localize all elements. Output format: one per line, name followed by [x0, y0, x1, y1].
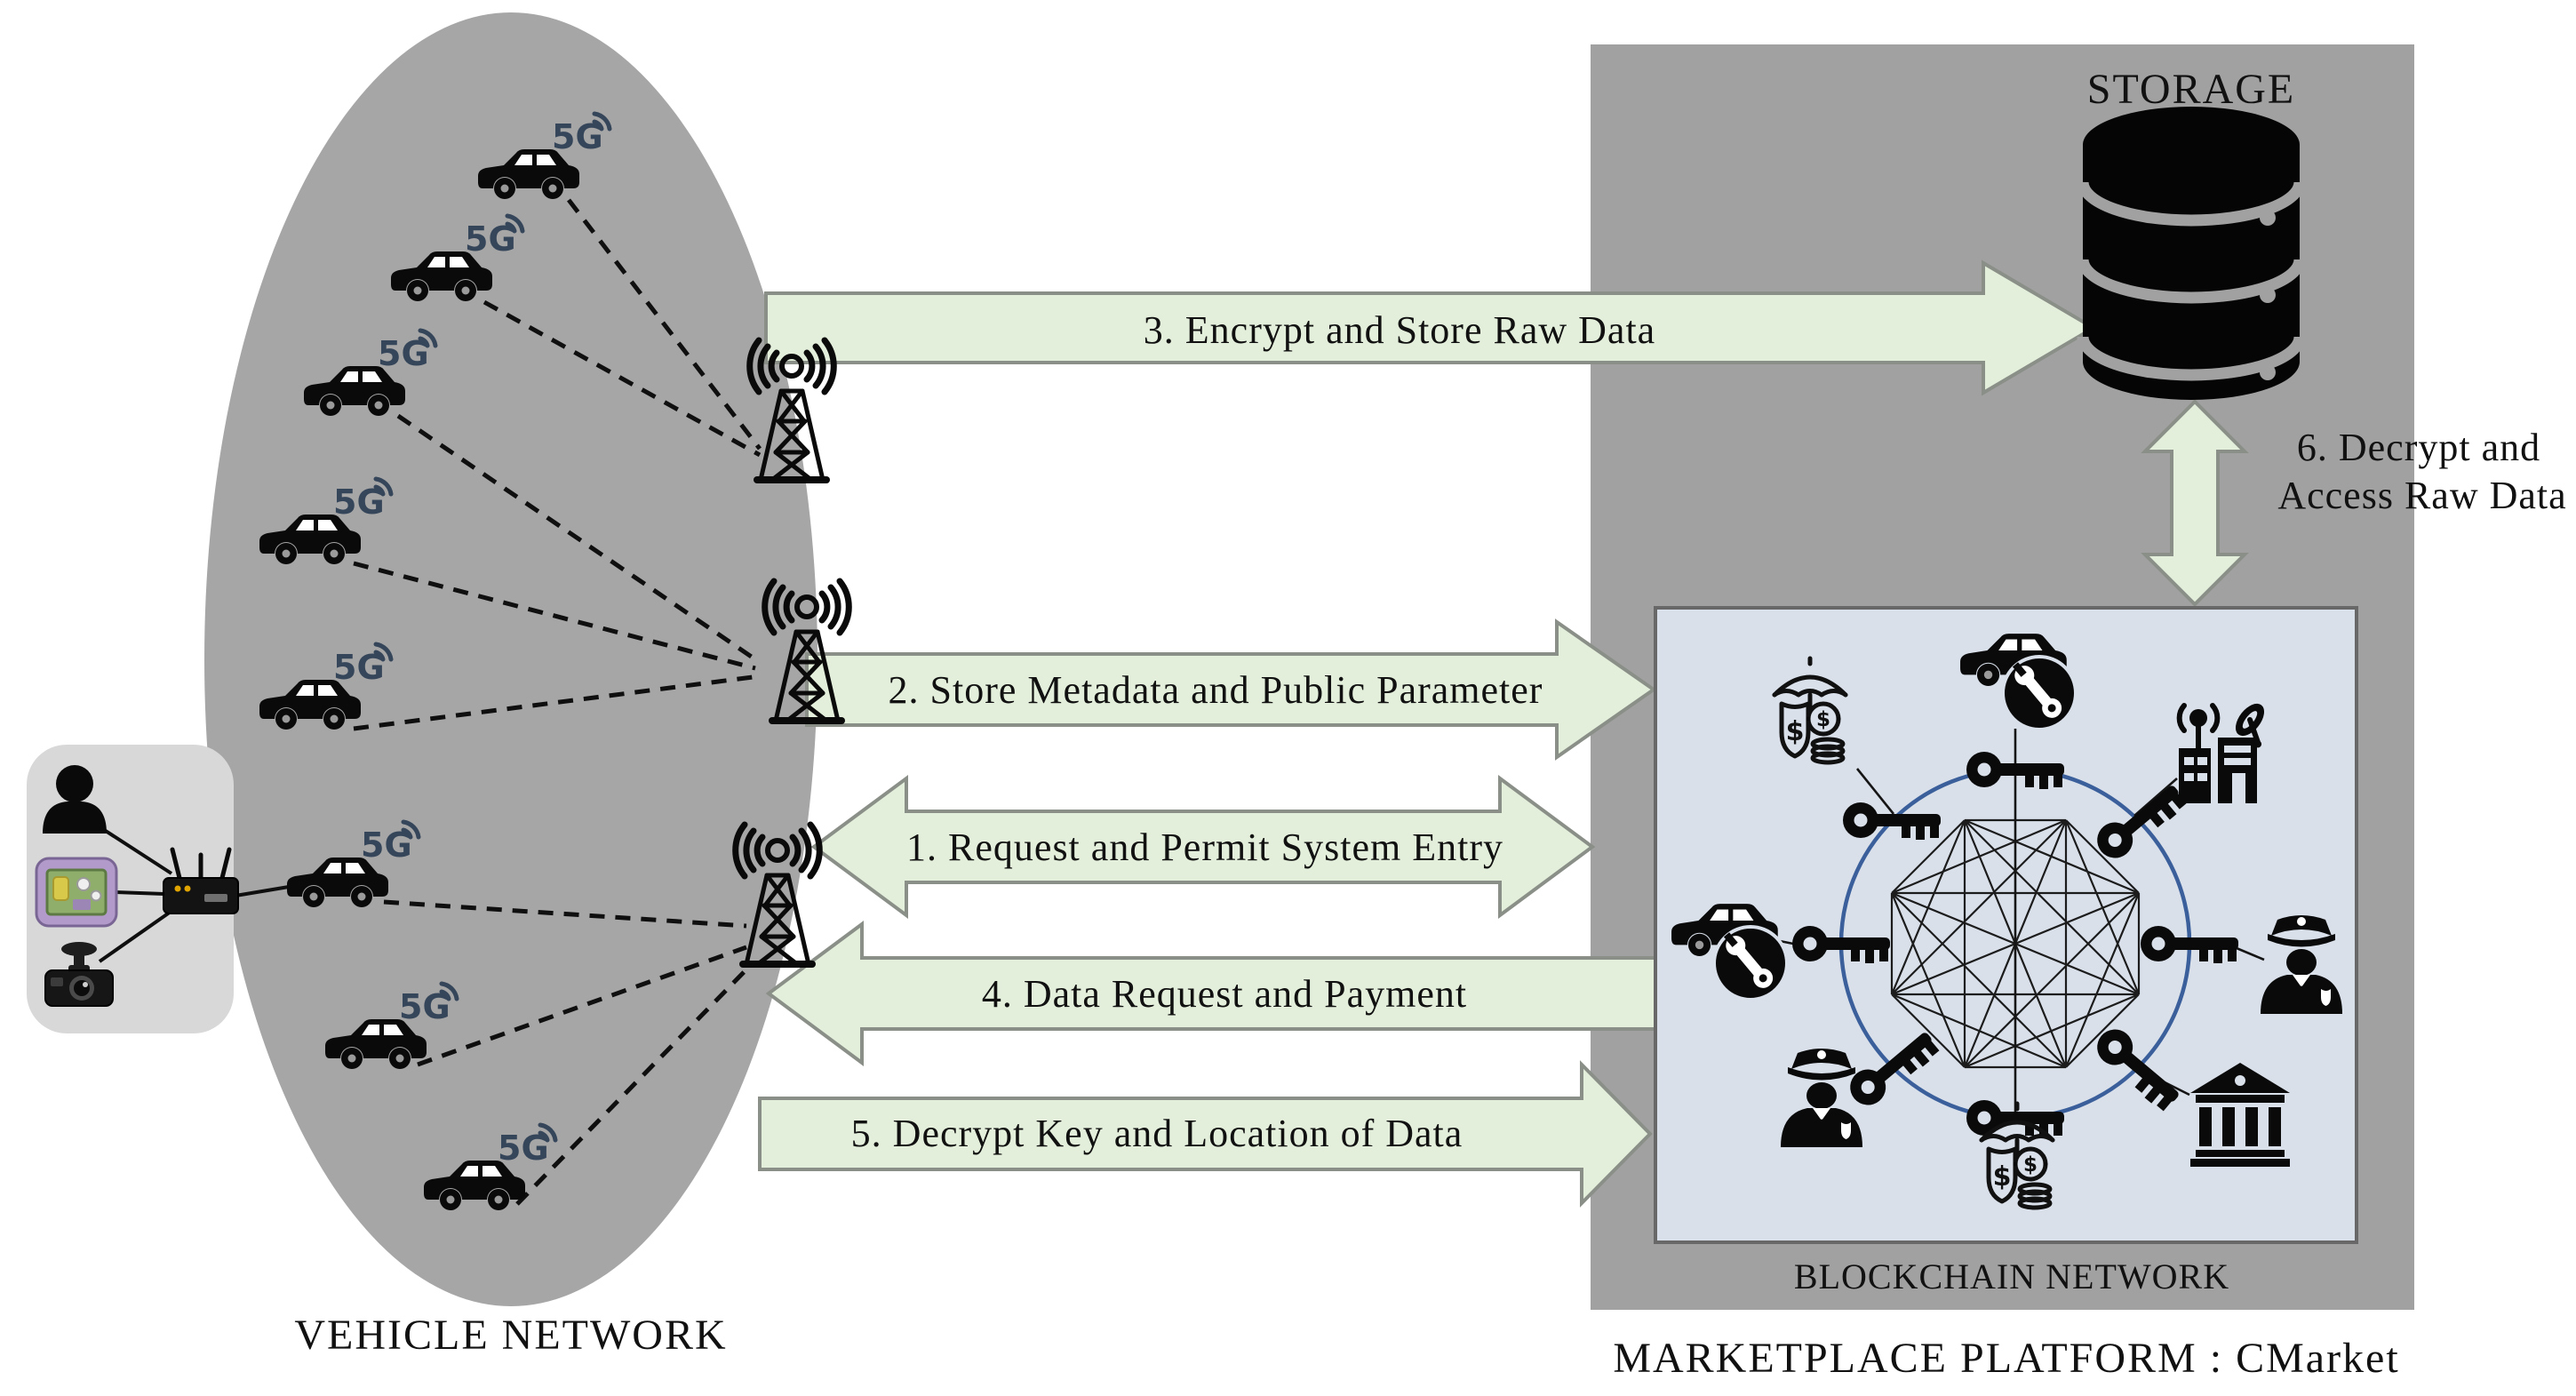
storage-database-icon	[2077, 107, 2306, 400]
arrow-1-label: 1. Request and Permit System Entry	[906, 826, 1503, 869]
vehicles: 5G 5G 5G 5G 5G 5G 5G 5G	[259, 114, 610, 1210]
blockchain-network-label: BLOCKCHAIN NETWORK	[1794, 1256, 2229, 1296]
router-icon	[163, 850, 238, 913]
arrow-5-label: 5. Decrypt Key and Location of Data	[851, 1112, 1463, 1155]
vehicle-network-label: VEHICLE NETWORK	[294, 1312, 727, 1359]
arrow-1-request-permit	[810, 775, 1596, 919]
trust-circle	[1671, 634, 2342, 1208]
arrow-5-decrypt-key	[758, 1060, 1653, 1208]
arrow-3-label: 3. Encrypt and Store Raw Data	[1144, 308, 1655, 352]
marketplace-platform-label: MARKETPLACE PLATFORM : CMarket	[1613, 1335, 2399, 1382]
arrow-6-decrypt-access	[2141, 399, 2249, 607]
arrow-6-label-line2: Access Raw Data	[2277, 474, 2566, 517]
car-to-tower-links	[353, 198, 762, 1206]
arrow-3-encrypt-store	[764, 259, 2097, 396]
arrow-2-label: 2. Store Metadata and Public Parameter	[889, 668, 1543, 712]
arrow-4-label: 4. Data Request and Payment	[982, 972, 1467, 1016]
arrow-6-label-line1: 6. Decrypt and	[2297, 426, 2540, 469]
process-arrows	[758, 259, 2249, 1208]
5g-labels: 5G 5G 5G 5G 5G 5G 5G 5G	[333, 114, 610, 1168]
arrow-2-store-metadata	[805, 618, 1657, 761]
obu-board-icon	[35, 857, 118, 928]
onboard-unit-links	[94, 823, 290, 963]
vehicle-network-zone	[204, 12, 817, 1306]
storage-label: STORAGE	[2087, 66, 2295, 113]
